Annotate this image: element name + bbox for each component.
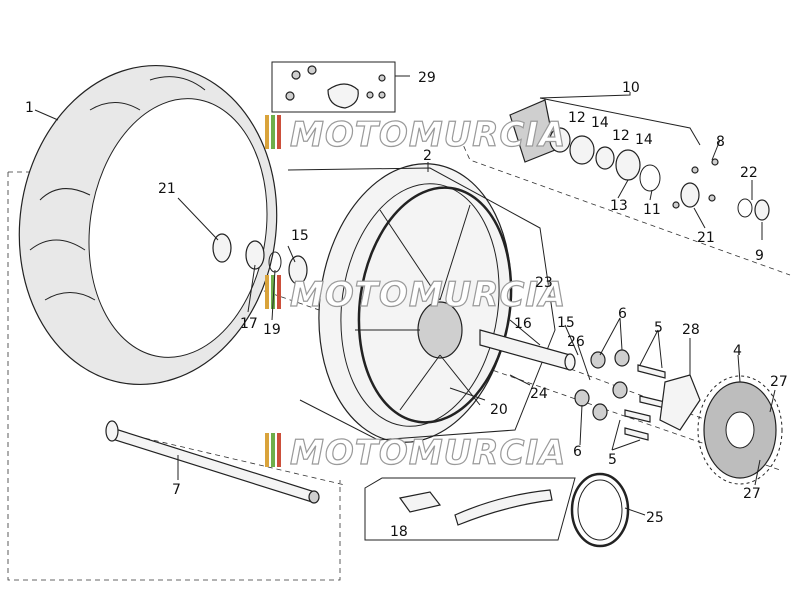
watermark-1: MOTOMURCIA [265,114,566,156]
callout-16: 16 [514,316,532,332]
cush-drive-parts [574,349,701,441]
callout-5-upper: 5 [654,320,663,336]
callout-27-lower: 27 [743,486,761,502]
tyre [18,64,278,386]
callout-1: 1 [25,100,34,116]
watermark-3: MOTOMURCIA [265,432,566,474]
callout-labels: 1 2 4 5 5 6 6 7 8 9 10 11 12 12 13 14 14… [25,70,788,540]
callout-24: 24 [530,386,548,402]
spacer-tube [479,329,576,371]
wheel-rim [287,163,556,443]
rear-sprocket [697,375,783,485]
watermark-text: MOTOMURCIA [290,433,566,473]
callout-8: 8 [716,134,725,150]
watermark-text: MOTOMURCIA [290,115,566,155]
callout-2: 2 [423,148,432,164]
callout-12-left: 12 [568,110,586,126]
watermark-2: MOTOMURCIA [265,274,566,316]
callout-18: 18 [390,524,408,540]
left-hub-parts [212,233,308,285]
callout-29: 29 [418,70,436,86]
callout-19: 19 [263,322,281,338]
abs-tone-ring [570,472,630,548]
callout-27-upper: 27 [770,374,788,390]
leader-lines [34,92,776,516]
callout-23: 23 [535,275,553,291]
chain-kit-box [364,477,576,541]
callout-11: 11 [643,202,661,218]
callout-21-left: 21 [158,181,176,197]
callout-6-upper: 6 [618,306,627,322]
callout-14-left: 14 [591,115,609,131]
wheel-axle [105,420,320,504]
callout-20: 20 [490,402,508,418]
callout-14-right: 14 [635,132,653,148]
callout-10: 10 [622,80,640,96]
callout-28: 28 [682,322,700,338]
callout-17: 17 [240,316,258,332]
callout-9: 9 [755,248,764,264]
callout-22: 22 [740,165,758,181]
callout-5-lower: 5 [608,452,617,468]
callout-6-lower: 6 [573,444,582,460]
callout-4: 4 [733,343,742,359]
valve-kit-box [271,61,410,113]
callout-15-right: 15 [557,315,575,331]
callout-12-right: 12 [612,128,630,144]
callout-13: 13 [610,198,628,214]
callout-26: 26 [567,334,585,350]
watermark-text: MOTOMURCIA [290,275,566,315]
callout-25: 25 [646,510,664,526]
callout-15-left: 15 [291,228,309,244]
callout-21-right: 21 [697,230,715,246]
callout-7: 7 [172,482,181,498]
hub-flange-group [509,97,770,221]
